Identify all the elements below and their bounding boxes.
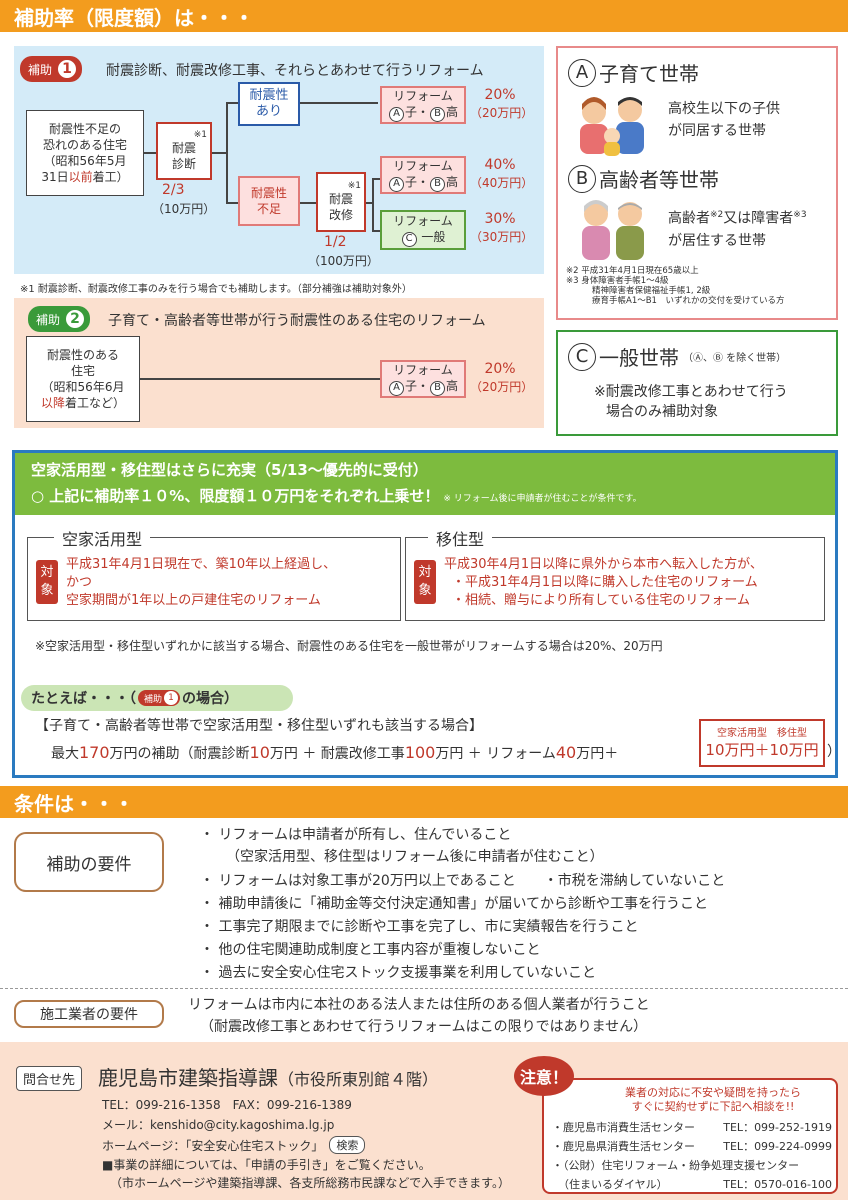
diagnosis-ratio: 2/3	[162, 182, 185, 198]
example-condition: 【子育て・高齢者等世帯で空家活用型・移住型いずれも該当する場合】	[35, 718, 483, 734]
akiya-type-box: 空家活用型 対象 平成31年4月1日現在で、築10年以上経過し、かつ空家期間が1…	[27, 526, 401, 621]
akiya-target-tag: 対象	[36, 560, 58, 604]
start-box-2: 耐震性のある 住宅 （昭和56年6月 以降着工など）	[26, 336, 140, 422]
reform-rate-4: 20%（20万円）	[470, 361, 534, 394]
retrofit-ratio: 1/2	[324, 234, 347, 250]
subsidy-2-title: 子育て・高齢者等世帯が行う耐震性のある住宅のリフォーム	[108, 313, 486, 329]
caution-badge: 注意！	[514, 1056, 574, 1096]
household-notes: ※2 平成31年4月1日現在65歳以上 ※3 身体障害者手帳1～4級 精神障害者…	[566, 266, 785, 306]
contact-label: 問合せ先	[16, 1066, 83, 1091]
search-button[interactable]: 検索	[329, 1136, 366, 1154]
akiya-note: ※空家活用型・移住型いずれかに該当する場合、耐震性のある住宅を一般世帯がリフォー…	[35, 639, 663, 653]
example-bonus-box: 空家活用型 移住型 10万円＋10万円	[699, 719, 825, 767]
diagnosis-box: ※1 耐震 診断	[156, 122, 212, 180]
iju-type-box: 移住型 対象 平成30年4月1日以降に県外から本市へ転入した方が、・平成31年4…	[405, 526, 825, 621]
retrofit-amount: （100万円）	[308, 254, 379, 268]
contractor-requirements-label: 施工業者の要件	[14, 1000, 164, 1028]
start-box-1: 耐震性不足の 恐れのある住宅 （昭和56年5月 31日以前着工）	[26, 110, 144, 196]
general-household-desc: ※耐震改修工事とあわせて行う場合のみ補助対象	[594, 384, 788, 420]
child-household-desc: 高校生以下の子供が同居する世帯	[668, 101, 780, 139]
reform-rate-3: 30%（30万円）	[470, 211, 534, 244]
contact-homepage: ホームページ：「安全安心住宅ストック」 検索	[102, 1136, 366, 1154]
subsidy-1-title: 耐震診断、耐震改修工事、それらとあわせて行うリフォーム	[106, 63, 484, 79]
contact-panel: 問合せ先 鹿児島市建築指導課（市役所東別館４階） TEL：099-216-135…	[0, 1042, 848, 1200]
seismic-ng-box: 耐震性不足	[238, 176, 300, 226]
family-illustration	[580, 97, 644, 156]
elderly-household-desc: 高齢者※2又は障害者※3 が居住する世帯	[668, 210, 807, 249]
elderly-illustration	[582, 200, 644, 260]
contact-mail[interactable]: メール：kenshido@city.kagoshima.lg.jp	[102, 1118, 335, 1132]
reform-c-box: リフォーム C 一般	[380, 210, 466, 250]
akiya-banner: 空家活用型・移住型はさらに充実（5/13～優先的に受付） ○ 上記に補助率１０%…	[15, 453, 835, 515]
caution-box: 業者の対応に不安や疑問を持ったらすぐに契約せずに下記へ相談を!! ・鹿児島市消費…	[542, 1078, 838, 1194]
reform-rate-2: 40%（40万円）	[470, 157, 534, 190]
conditions-header: 条件は・・・	[0, 786, 848, 818]
rate-header: 補助率（限度額）は・・・	[0, 0, 848, 32]
retrofit-box: ※1 耐震 改修	[316, 172, 366, 232]
contact-tel: TEL：099-216-1358 FAX：099-216-1389	[102, 1098, 352, 1112]
seismic-ok-box: 耐震性あり	[238, 82, 300, 126]
reform-rate-1: 20%（20万円）	[470, 87, 534, 120]
iju-target-tag: 対象	[414, 560, 436, 604]
footnote-1: ※1 耐震診断、耐震改修工事のみを行う場合でも補助します。（部分補強は補助対象外…	[20, 284, 412, 295]
subsidy-requirements-label: 補助の要件	[14, 832, 164, 892]
example-calc: 最大170万円の補助（耐震診断10万円 ＋ 耐震改修工事100万円 ＋ リフォー…	[51, 743, 619, 762]
diagnosis-amount: （10万円）	[152, 202, 216, 216]
akiya-section: 空家活用型・移住型はさらに充実（5/13～優先的に受付） ○ 上記に補助率１０%…	[12, 450, 841, 778]
contact-dept: 鹿児島市建築指導課（市役所東別館４階）	[98, 1066, 439, 1090]
